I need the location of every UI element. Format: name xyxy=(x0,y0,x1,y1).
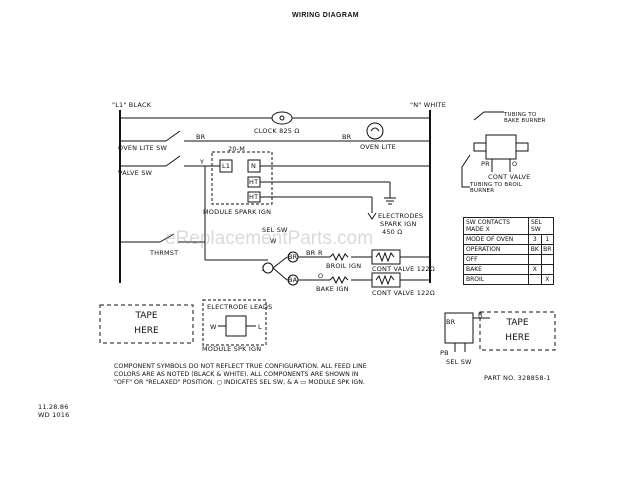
table-row: OFF xyxy=(463,254,554,265)
table-cell: BAKE xyxy=(463,264,529,275)
spark-ign-ohms: 450 Ω xyxy=(382,228,403,236)
tape-left: TAPE HERE xyxy=(100,309,193,339)
table-cell xyxy=(528,254,542,265)
broil-ign-icon xyxy=(329,252,349,262)
wire-o: O xyxy=(318,272,324,280)
oven-lite-bulb-icon xyxy=(366,122,384,142)
wire-w: W xyxy=(270,237,277,245)
date-label: 11.28.86 xyxy=(38,403,69,411)
clock-label: CLOCK 825 Ω xyxy=(254,127,300,135)
tape-right-line-1: TAPE xyxy=(506,318,529,328)
bake-ign-icon xyxy=(329,275,349,285)
table-cell: 3 xyxy=(528,234,542,245)
valve-detail-pr: PR xyxy=(481,160,490,168)
table-cell xyxy=(540,264,554,275)
tape-right-line-2: HERE xyxy=(505,333,530,343)
table-cell: X xyxy=(540,274,554,285)
valve-detail-bottom: TUBING TO BROIL BURNER xyxy=(470,182,522,194)
valve-detail-label: CONT VALVE xyxy=(488,173,531,181)
terminal-l1: L1 xyxy=(222,162,231,170)
electrode-leads-caption: MODULE SPK IGN xyxy=(202,345,262,353)
oven-lite-label: OVEN LITE xyxy=(360,143,396,151)
valve-sw-label: VALVE SW xyxy=(118,169,153,177)
terminal-ht-1: HT xyxy=(249,178,259,186)
wire-br-2: BR xyxy=(342,133,352,141)
n-label: "N" WHITE xyxy=(410,101,447,109)
diagram-title: WIRING DIAGRAM xyxy=(292,12,360,19)
terminal-1: 1 xyxy=(261,265,266,273)
table-cell: MODE OF OVEN xyxy=(463,234,529,245)
tape-left-line-1: TAPE xyxy=(135,311,158,321)
valve-detail-top: TUBING TO BAKE BURNER xyxy=(504,112,546,124)
sel-sw-detail-box xyxy=(444,312,474,344)
sel-sw-detail-label: SEL SW xyxy=(446,358,472,366)
note-line-2: COLORS ARE AS NOTED (BLACK & WHITE). ALL… xyxy=(114,371,359,378)
part-number: PART NO. 328858-1 xyxy=(484,374,551,382)
table-cell: BR xyxy=(540,244,554,255)
electrode-leads-w: W xyxy=(210,323,217,331)
table-cell: X xyxy=(528,264,542,275)
notes: COMPONENT SYMBOLS DO NOT REFLECT TRUE CO… xyxy=(114,363,444,387)
terminal-ba: BA xyxy=(288,276,298,284)
sel-sw-label: SEL SW xyxy=(262,226,288,234)
table-cell: BK xyxy=(528,244,542,255)
sel-sw-detail-br: BR xyxy=(446,318,456,326)
table-row: BROIL X xyxy=(463,274,554,285)
module-spark-ign-label: MODULE SPARK IGN xyxy=(203,208,272,216)
thrmst-label: THRMST xyxy=(150,249,179,257)
table-cell: 1 xyxy=(540,234,554,245)
electrodes-label: ELECTRODES xyxy=(378,212,424,220)
table-cell xyxy=(528,274,542,285)
table-cell: BROIL xyxy=(463,274,529,285)
table-cell xyxy=(540,254,554,265)
table-header-sel-sw: SEL SW xyxy=(528,217,554,235)
watermark: eReplacementParts.com xyxy=(165,228,374,249)
bake-ign-label: BAKE IGN xyxy=(316,285,349,293)
tape-left-line-2: HERE xyxy=(134,326,159,336)
note-line-1: COMPONENT SYMBOLS DO NOT REFLECT TRUE CO… xyxy=(114,363,367,370)
table-cell: OFF xyxy=(463,254,529,265)
wire-r: R xyxy=(318,249,323,257)
cont-valve-2-label: CONT VALVE 122Ω xyxy=(372,289,435,297)
sel-sw-detail-pb: PB xyxy=(440,349,449,357)
tape-left-box xyxy=(99,304,194,344)
note-line-3: "OFF" OR "RELAXED" POSITION. ○ INDICATES… xyxy=(114,379,365,386)
table-cell: OPERATION xyxy=(463,244,529,255)
module-spark-ign-box xyxy=(211,151,273,205)
electrode-leads-l: L xyxy=(258,323,262,331)
wire-y: Y xyxy=(200,158,205,166)
wire-br-1: BR xyxy=(196,133,206,141)
broil-ign-label: BROIL IGN xyxy=(326,262,362,270)
terminal-n: N xyxy=(251,162,257,170)
table-header-contacts: SW CONTACTS MADE X xyxy=(463,217,529,235)
twenty-m-label: 20-M xyxy=(228,145,246,153)
terminal-br: BR xyxy=(288,253,298,261)
valve-detail-o: O xyxy=(512,160,518,168)
l1-label: "L1" BLACK xyxy=(112,101,152,109)
tape-right-box xyxy=(479,311,556,351)
cont-valve-1-label: CONT VALVE 122Ω xyxy=(372,265,435,273)
spark-ign-label: SPARK IGN xyxy=(380,220,417,228)
electrode-leads-title: ELECTRODE LEADS xyxy=(207,303,273,311)
oven-lite-sw-label: OVEN LITE SW xyxy=(118,144,168,152)
valve-detail xyxy=(461,111,529,188)
wire-br-3: BR xyxy=(306,249,316,257)
sel-sw-detail-r: R xyxy=(478,311,483,319)
wd-label: WD 1016 xyxy=(38,411,70,419)
terminal-ht-2: HT xyxy=(249,193,259,201)
table-row: SW CONTACTS MADE X SEL SW xyxy=(463,217,554,235)
tape-right: TAPE HERE xyxy=(480,316,555,346)
electrode-leads-box xyxy=(202,299,267,346)
clock-icon xyxy=(271,111,293,125)
